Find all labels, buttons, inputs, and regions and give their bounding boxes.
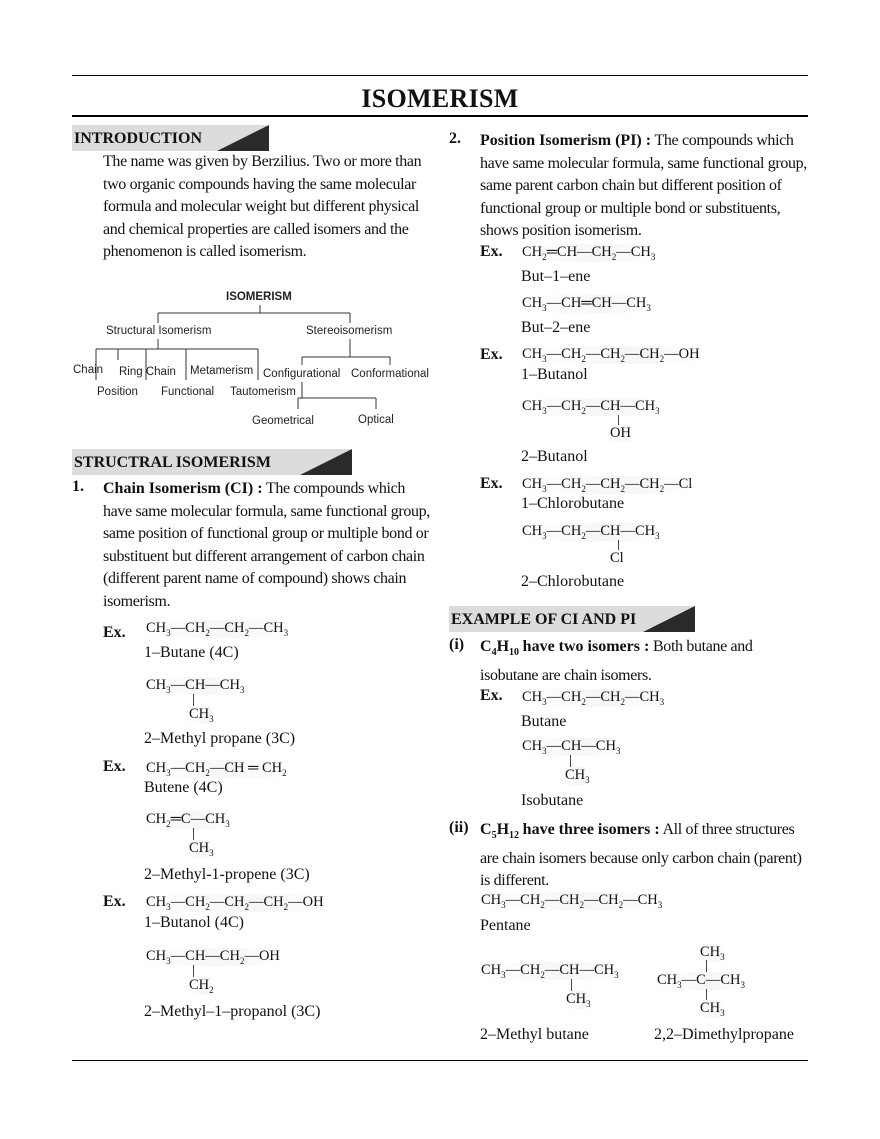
- branch-bond: [570, 755, 571, 767]
- formula-methylpropanol: CH3—CH—CH2—OH: [144, 948, 282, 966]
- ex-label: Ex.: [480, 243, 503, 260]
- ex-label: Ex.: [103, 624, 126, 641]
- branch-bond: [618, 415, 619, 427]
- branch-bond: [706, 989, 707, 1001]
- item-number: (ii): [449, 819, 469, 836]
- branch-bond: [618, 540, 619, 552]
- tree-position: Position: [97, 386, 138, 398]
- formula-but1ene: CH2═CH—CH2—CH3: [520, 244, 658, 262]
- label-methylbutane: 2–Methyl butane: [480, 1026, 589, 1043]
- formula-methyl-top: CH3: [698, 944, 727, 962]
- position-isomerism-paragraph: Position Isomerism (PI) : The compounds …: [480, 130, 810, 243]
- formula-methyl-branch: CH3: [187, 706, 216, 724]
- tree-optical: Optical: [358, 414, 394, 426]
- position-isomerism-title: Position Isomerism (PI) :: [480, 132, 652, 149]
- formula-butane: CH3—CH2—CH2—CH3: [520, 689, 667, 707]
- tree-metamerism: Metamerism: [190, 365, 253, 377]
- label-butane: Butane: [521, 713, 567, 730]
- formula-butanol: CH3—CH2—CH2—CH2—OH: [144, 894, 326, 912]
- formula-dimethylpropane: CH3—C—CH3: [655, 972, 747, 990]
- formula-oh: OH: [608, 425, 633, 442]
- top-rule: [72, 75, 808, 76]
- label-butane: 1–Butane (4C): [144, 644, 239, 661]
- formula-methyl-branch: CH3: [187, 840, 216, 858]
- formula-methylpropene: CH2═C—CH3: [144, 811, 232, 829]
- formula-c4h10: C4H10: [480, 638, 520, 659]
- formula-pentane: CH3—CH2—CH2—CH2—CH3: [479, 892, 665, 910]
- example-i-paragraph: C4H10 have two isomers : Both butane and…: [480, 636, 808, 687]
- example-ii-paragraph: C5H12 have three isomers : All of three …: [480, 819, 810, 893]
- tree-root: ISOMERISM: [226, 291, 292, 303]
- chain-isomerism-title: Chain Isomerism (CI) :: [103, 480, 263, 497]
- formula-1-butanol: CH3—CH2—CH2—CH2—OH: [520, 346, 702, 364]
- label-2-butanol: 2–Butanol: [521, 448, 588, 465]
- label-1-chlorobutane: 1–Chlorobutane: [521, 495, 625, 512]
- section-heading-structural: STRUCTRAL ISOMERISM: [72, 449, 352, 475]
- section-heading-introduction: INTRODUCTION: [72, 125, 269, 151]
- ex-label: Ex.: [480, 346, 503, 363]
- label-methylpropene: 2–Methyl-1-propene (3C): [144, 866, 310, 883]
- page-title: ISOMERISM: [361, 84, 519, 113]
- section-heading-examples: EXAMPLE OF CI AND PI: [449, 606, 695, 632]
- formula-methylpropane: CH3—CH—CH3: [144, 677, 247, 695]
- tree-functional: Functional: [161, 386, 214, 398]
- tree-geometrical: Geometrical: [252, 415, 314, 427]
- label-1-butanol: 1–Butanol: [521, 366, 588, 383]
- item-number: 1.: [72, 478, 84, 495]
- label-methylpropanol: 2–Methyl–1–propanol (3C): [144, 1003, 321, 1020]
- branch-bond: [571, 979, 572, 991]
- formula-methyl-branch: CH3: [564, 991, 593, 1009]
- label-butene: Butene (4C): [144, 779, 223, 796]
- bottom-rule: [72, 1060, 808, 1061]
- label-but1ene: But–1–ene: [521, 268, 591, 285]
- branch-bond: [193, 965, 194, 977]
- position-isomerism-text: The compounds which have same molecular …: [480, 132, 807, 239]
- ex-label: Ex.: [480, 475, 503, 492]
- item-number: 2.: [449, 130, 461, 147]
- branch-bond: [193, 828, 194, 840]
- branch-bond: [193, 694, 194, 706]
- label-2-chlorobutane: 2–Chlorobutane: [521, 573, 625, 590]
- label-pentane: Pentane: [480, 917, 531, 934]
- label-isobutane: Isobutane: [521, 792, 584, 809]
- tree-structural: Structural Isomerism: [106, 325, 211, 337]
- formula-branch: CH2: [187, 977, 216, 995]
- formula-cl: Cl: [608, 550, 626, 567]
- label-methylpropane: 2–Methyl propane (3C): [144, 730, 296, 747]
- formula-butane: CH3—CH2—CH2—CH3: [144, 620, 291, 638]
- isomerism-tree-diagram: ISOMERISM Structural Isomerism Stereoiso…: [73, 291, 429, 427]
- label-dimethylpropane: 2,2–Dimethylpropane: [654, 1026, 794, 1043]
- formula-but2ene: CH3—CH═CH—CH3: [520, 295, 653, 313]
- tree-chain: Chain: [73, 364, 103, 376]
- branch-bond: [706, 960, 707, 972]
- tree-tautomerism: Tautomerism: [230, 386, 296, 398]
- formula-2-chlorobutane: CH3—CH2—CH—CH3: [520, 523, 662, 541]
- formula-methylbutane: CH3—CH2—CH—CH3: [479, 962, 621, 980]
- ex-label: Ex.: [480, 687, 503, 704]
- formula-1-chlorobutane: CH3—CH2—CH2—CH2—Cl: [520, 476, 695, 494]
- chain-isomerism-paragraph: Chain Isomerism (CI) : The compounds whi…: [103, 478, 433, 613]
- label-but2ene: But–2–ene: [521, 319, 591, 336]
- ex-label: Ex.: [103, 758, 126, 775]
- label-butanol: 1–Butanol (4C): [144, 914, 244, 931]
- tree-stereo: Stereoisomerism: [306, 325, 392, 337]
- formula-c5h12: C5H12: [480, 821, 520, 842]
- title-rule: [72, 115, 808, 117]
- intro-paragraph: The name was given by Berzilius. Two or …: [103, 153, 422, 260]
- example-ii-title: have three isomers :: [522, 821, 660, 838]
- tree-configurational: Configurational: [263, 368, 340, 380]
- formula-isobutane: CH3—CH—CH3: [520, 738, 623, 756]
- formula-2-butanol: CH3—CH2—CH—CH3: [520, 398, 662, 416]
- item-number: (i): [449, 636, 465, 653]
- chain-isomerism-text: The compounds which have same molecular …: [103, 480, 430, 610]
- tree-conformational: Conformational: [351, 368, 429, 380]
- formula-butene: CH3—CH2—CH ═ CH2: [144, 760, 289, 778]
- formula-methyl-branch: CH3: [563, 767, 592, 785]
- example-i-text: Both butane and isobutane are chain isom…: [480, 638, 753, 684]
- formula-methyl-bottom: CH3: [698, 1000, 727, 1018]
- example-i-title: have two isomers :: [522, 638, 650, 655]
- tree-ring-chain: Ring Chain: [119, 366, 176, 378]
- example-ii-text: All of three structures are chain isomer…: [480, 821, 802, 890]
- ex-label: Ex.: [103, 893, 126, 910]
